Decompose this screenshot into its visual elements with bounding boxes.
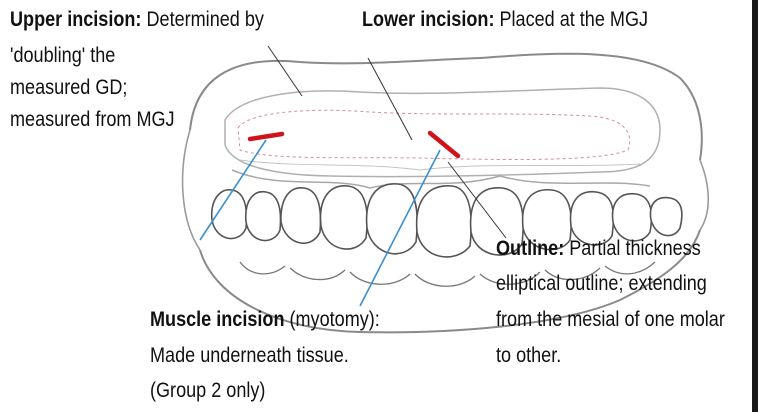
- upper-incision-mark: [250, 134, 282, 139]
- upper-incision-title: Upper incision:: [10, 8, 141, 31]
- outline-line-4: to other.: [496, 340, 561, 371]
- vestibule-outline: [225, 88, 660, 177]
- lower-incision-leader: [368, 58, 412, 140]
- lower-incision-mark: [430, 133, 458, 156]
- muscle-incision-title: Muscle incision: [150, 308, 284, 331]
- muscle-incision-line-1: Muscle incision (myotomy):: [150, 304, 380, 335]
- right-commissure: [700, 160, 708, 230]
- outline-line-3: from the mesial of one molar: [496, 304, 725, 335]
- left-commissure: [183, 130, 200, 250]
- gingiva-sketch-2: [240, 160, 640, 170]
- outline-line-2: elliptical outline; extending: [496, 268, 707, 299]
- lower-incision-line: Lower incision: Placed at the MGJ: [362, 4, 648, 35]
- upper-incision-text-1: Determined by: [141, 8, 263, 31]
- upper-incision-line-3: measured GD;: [10, 72, 127, 103]
- upper-incision-line-2: 'doubling' the: [10, 40, 115, 71]
- outline-text-1: Partial thickness: [564, 237, 701, 260]
- lower-incision-text: Placed at the MGJ: [494, 8, 648, 31]
- upper-incision-leader: [268, 46, 302, 96]
- outline-title: Outline:: [496, 237, 564, 260]
- lower-incision-title: Lower incision:: [362, 8, 494, 31]
- outline-line-1: Outline: Partial thickness: [496, 233, 701, 264]
- upper-incision-line-1: Upper incision: Determined by: [10, 4, 264, 35]
- muscle-incision-line-3: (Group 2 only): [150, 375, 265, 406]
- upper-incision-line-4: measured from MGJ: [10, 104, 175, 135]
- muscle-incision-line-2: Made underneath tissue.: [150, 340, 349, 371]
- muscle-incision-text-1: (myotomy):: [284, 308, 379, 331]
